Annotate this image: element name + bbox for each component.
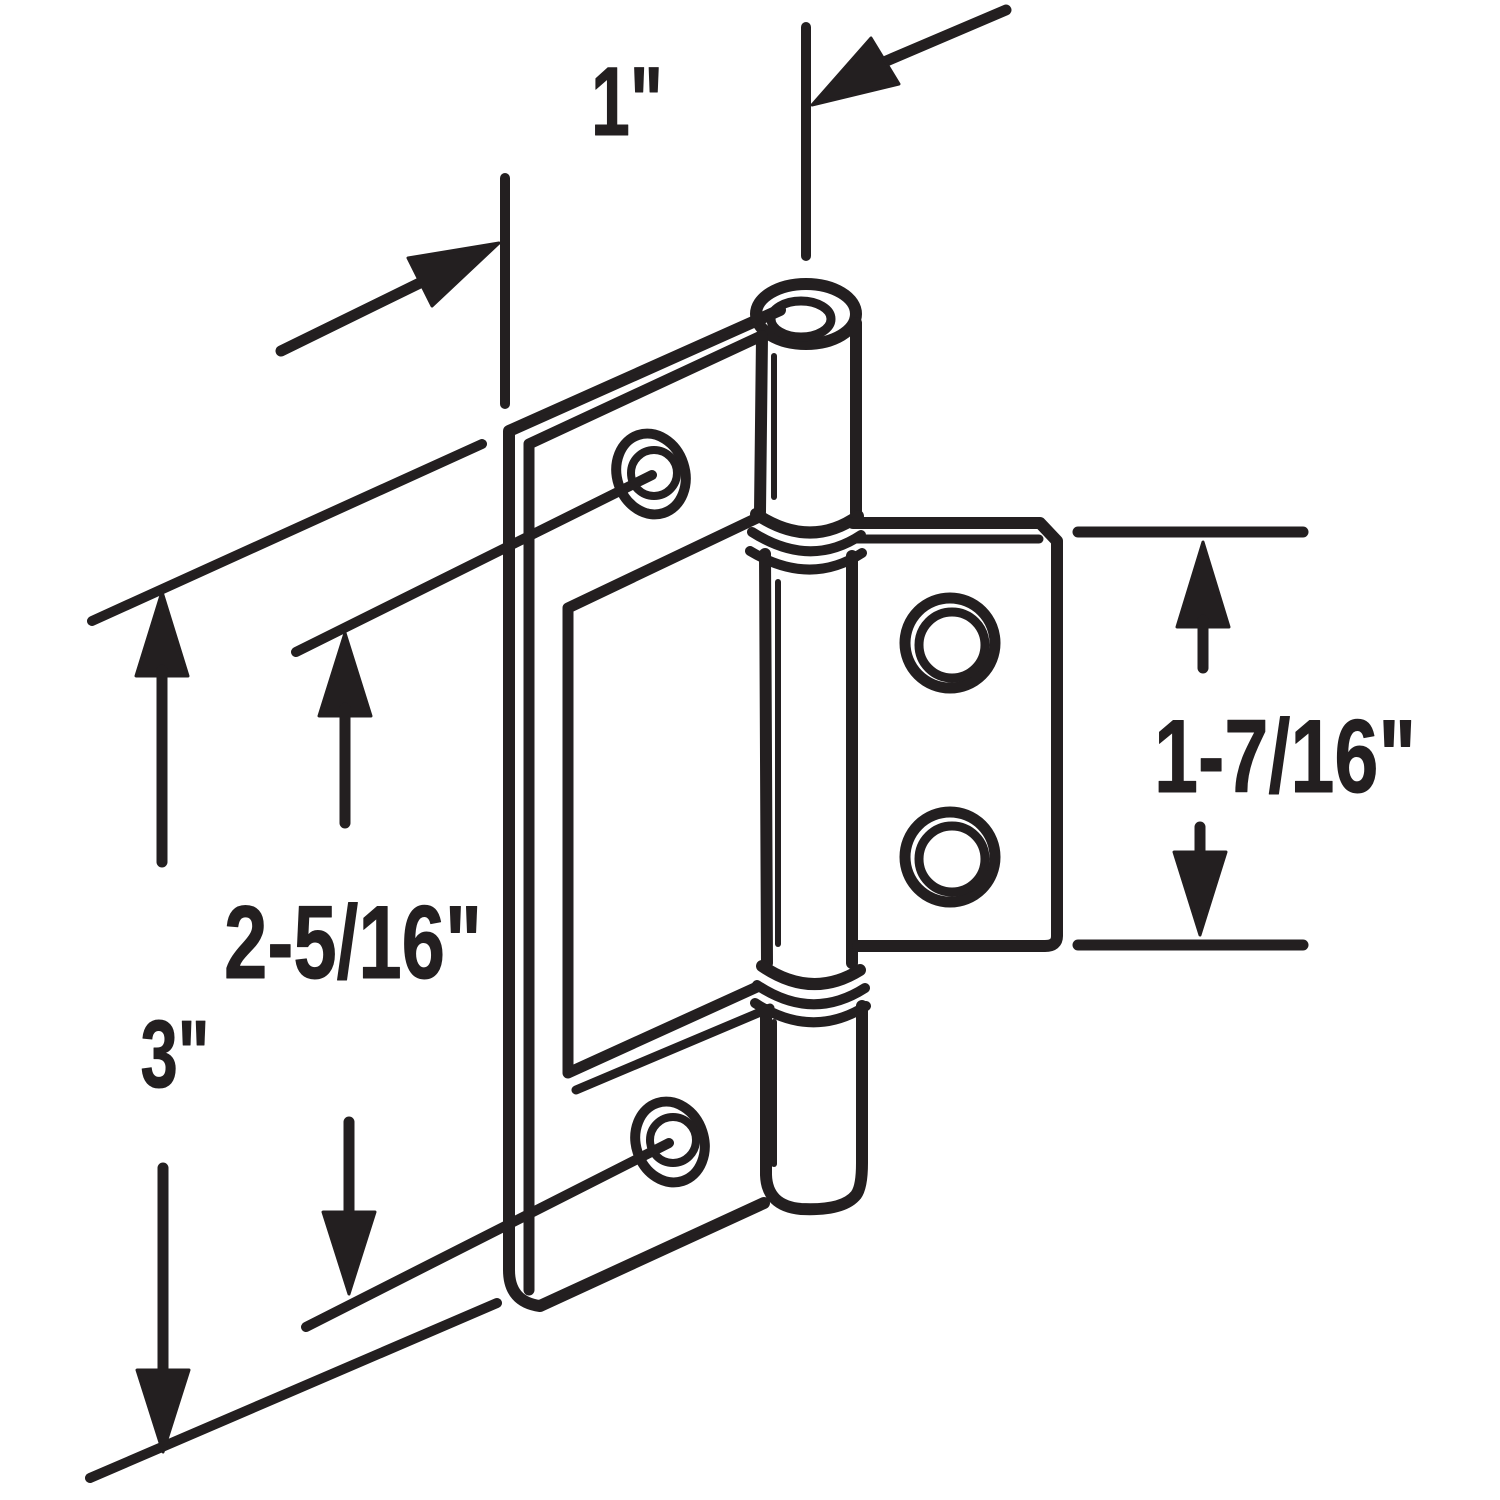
arrowhead-down: [135, 1368, 191, 1454]
leaf-plate-front-edge: [523, 331, 765, 1296]
arrow-shaft-right: [878, 4, 1012, 68]
upper-knuckle-left-edge: [754, 330, 768, 518]
leaf-screw-hole-bottom-outer: [630, 1096, 710, 1188]
arrowhead-right: [810, 36, 901, 107]
extension-line-bottom: [85, 1298, 502, 1483]
arrowhead-up: [1175, 540, 1231, 629]
leaf-plate-outer-edge: [503, 304, 786, 1312]
dim-label-screw-hole-spacing: 2-5/16": [224, 885, 482, 1001]
leaf-screw-hole-top-inner: [627, 446, 681, 500]
extension-line-top: [87, 439, 487, 626]
arrowhead-left: [406, 241, 501, 308]
dimension-barrel-offset: 1": [275, 4, 1012, 409]
leaf-screw-hole-top-outer: [611, 428, 691, 520]
leaf-cutout-back-edge: [571, 1003, 775, 1095]
dim-label-barrel-offset: 1": [591, 47, 663, 156]
dimension-leaf-length: 3": [85, 439, 502, 1483]
flap-screw-hole-top-outer: [899, 592, 1001, 694]
leaf-cutout: [562, 512, 763, 1079]
arrowhead-up: [134, 590, 190, 678]
dimension-flap-width: 1-7/16": [1072, 526, 1417, 951]
dim-label-flap-width: 1-7/16": [1154, 699, 1416, 815]
flap-screw-hole-bottom-outer: [899, 806, 1001, 908]
barrel-top-cap: [750, 278, 862, 350]
lower-knuckle-outline: [760, 1000, 868, 1216]
arrowhead-down: [1172, 850, 1228, 937]
flap-screw-hole-top-inner: [914, 607, 990, 683]
hinge-drawing: [503, 278, 1063, 1312]
dim-label-leaf-length: 3": [141, 1001, 210, 1108]
leader-line-bottom-hole: [301, 1138, 674, 1332]
lower-collar-ring-2: [752, 980, 870, 1010]
arrow-shaft-left: [275, 272, 436, 357]
leaf-screw-hole-bottom-inner: [646, 1113, 700, 1167]
flap-screw-hole-bottom-inner: [914, 821, 990, 897]
flap-outline: [847, 517, 1063, 952]
leader-line-top-hole: [291, 470, 657, 657]
arrowhead-down: [321, 1210, 377, 1296]
mid-collar-ring-1: [750, 508, 864, 539]
mid-collar-ring-2: [747, 527, 866, 557]
dimension-screw-hole-spacing: 2-5/16": [224, 470, 674, 1332]
lower-collar-ring-1: [756, 960, 866, 991]
barrel-pin-hole: [766, 296, 836, 342]
mid-knuckle-left-edge: [759, 548, 773, 969]
